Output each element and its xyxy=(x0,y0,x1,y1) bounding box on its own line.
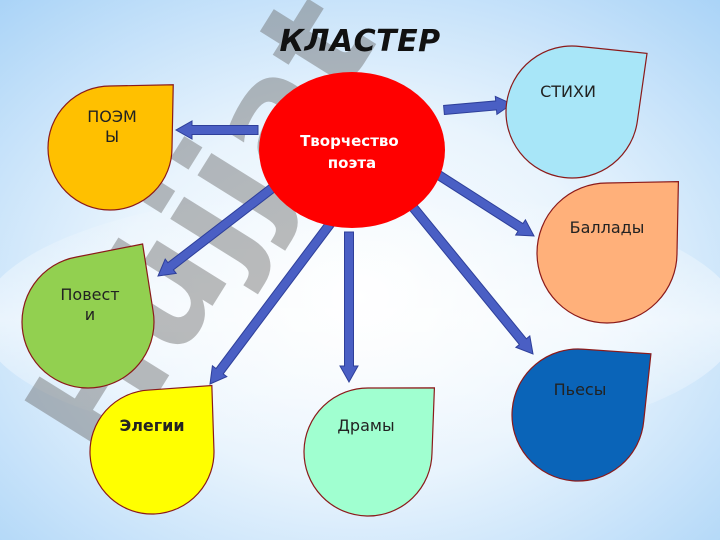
petal-pesy: Пьесы xyxy=(511,348,652,482)
connector-arrow xyxy=(157,181,279,277)
petal-shape xyxy=(511,348,652,482)
petal-label: Баллады xyxy=(570,218,645,237)
connector-arrow xyxy=(209,220,335,385)
petal-label: Драмы xyxy=(337,416,394,435)
petal-stikhi: СТИХИ xyxy=(505,45,648,179)
petal-label-line: Баллады xyxy=(570,218,645,237)
petal-label: СТИХИ xyxy=(540,82,596,101)
connector-arrow xyxy=(339,231,359,384)
petal-shape xyxy=(21,243,155,389)
connector-arrow xyxy=(407,202,534,355)
petal-elegii: Элегии xyxy=(89,384,215,515)
petal-shape xyxy=(89,384,215,515)
petal-ballady: Баллады xyxy=(536,180,680,324)
connector-arrows xyxy=(157,95,535,385)
center-label-line: поэта xyxy=(328,154,376,172)
petal-dramy: Драмы xyxy=(303,387,436,517)
center-label-line: Творчество xyxy=(300,132,399,150)
center-label: Творчество поэта xyxy=(300,132,404,172)
petal-label-line: ПОЭМ xyxy=(87,107,137,126)
petal-label-line: Ы xyxy=(105,127,119,146)
petal-shape xyxy=(505,45,648,179)
center-ellipse xyxy=(259,72,445,228)
petal-label-line: Пьесы xyxy=(554,380,607,399)
petal-label-line: и xyxy=(85,305,95,324)
petal-shape xyxy=(47,84,174,211)
connector-arrow xyxy=(174,120,259,140)
petal-label-line: Элегии xyxy=(119,416,184,435)
petal-label: Элегии xyxy=(119,416,184,435)
slide-title: КЛАСТЕР xyxy=(279,24,441,59)
connector-arrow xyxy=(433,169,535,237)
petal-label-line: СТИХИ xyxy=(540,82,596,101)
petal-shape xyxy=(536,180,680,324)
petal-label: Пьесы xyxy=(554,380,607,399)
petal-label-line: Драмы xyxy=(337,416,394,435)
connector-arrow xyxy=(443,95,514,116)
petal-shape xyxy=(303,387,436,517)
petal-label-line: Повест xyxy=(60,285,119,304)
center-node: Творчество поэта xyxy=(259,72,445,228)
